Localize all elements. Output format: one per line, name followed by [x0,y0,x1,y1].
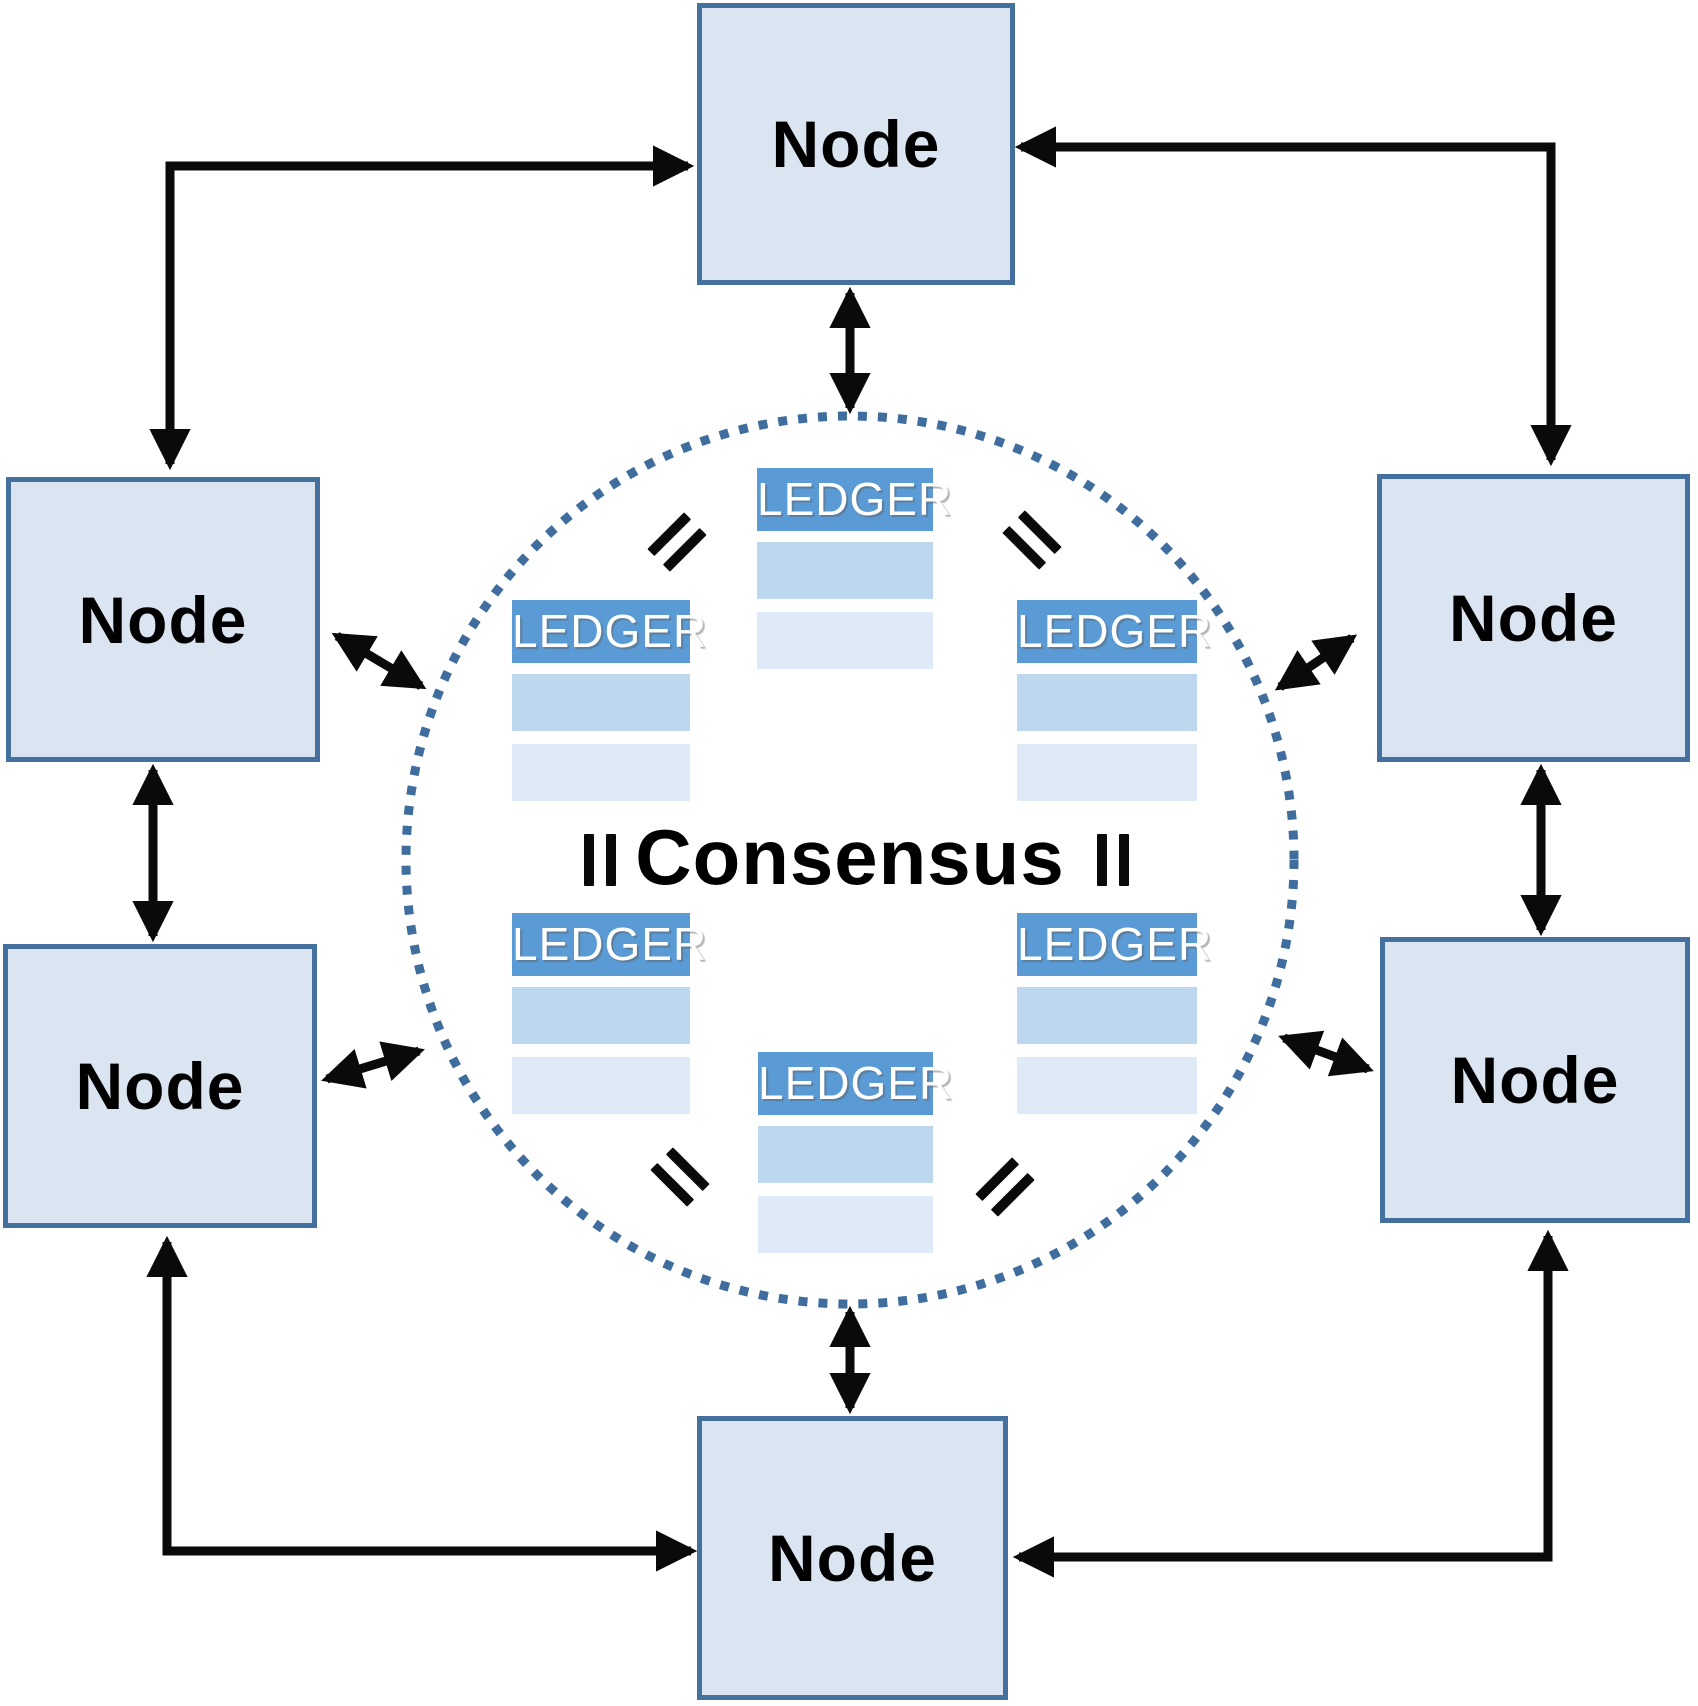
arrow-bottom-left-corner [146,1235,698,1572]
ledger-row [512,987,690,1044]
node-upper-left: Node [6,477,320,762]
node-label: Node [1449,581,1618,655]
arrow-upper-left-diagonal [331,632,427,690]
arrow-top-right-corner [1014,126,1572,467]
arrow-lower-right-diagonal [1278,1030,1374,1077]
ledger-header: LEDGER [757,468,951,531]
arrow-upper-right-diagonal [1274,634,1358,691]
ledger-row [1017,987,1197,1044]
node-label: Node [768,1521,937,1595]
ledger-upper-left: LEDGER [512,600,706,814]
arrow-bottom-right-corner [1012,1229,1569,1578]
arrow-top-left-corner [149,145,695,471]
ledger-header: LEDGER [512,600,706,663]
ledger-row [1017,674,1197,731]
ledger-bottom-center: LEDGER [758,1052,952,1266]
ledger-row [758,1126,933,1183]
ledger-header: LEDGER [512,913,706,976]
ledger-top-center: LEDGER [757,468,951,682]
ledger-row [757,612,933,669]
ledger-row [1017,1057,1197,1114]
arrow-lower-left-diagonal [321,1041,425,1089]
ledger-header: LEDGER [1017,600,1211,663]
ledger-lower-right: LEDGER [1017,913,1211,1127]
ledger-row [1017,744,1197,801]
node-upper-right: Node [1377,474,1690,762]
node-label: Node [75,1049,245,1123]
node-top: Node [697,3,1015,285]
ledger-upper-right: LEDGER [1017,600,1211,814]
ledger-row [512,744,690,801]
ledger-row [758,1196,933,1253]
node-lower-right: Node [1380,937,1690,1223]
consensus-dotted-circle [401,411,1299,1309]
consensus-label: Consensus [635,813,1065,901]
node-bottom: Node [697,1416,1008,1700]
ledger-lower-left: LEDGER [512,913,706,1127]
node-label: Node [771,107,941,181]
node-label: Node [78,582,248,657]
ledger-row [512,674,690,731]
ledger-row [757,542,933,599]
ledger-row [512,1057,690,1114]
node-label: Node [1450,1043,1620,1117]
node-lower-left: Node [3,944,317,1228]
ledger-header: LEDGER [1017,913,1211,976]
ledger-header: LEDGER [758,1052,952,1115]
